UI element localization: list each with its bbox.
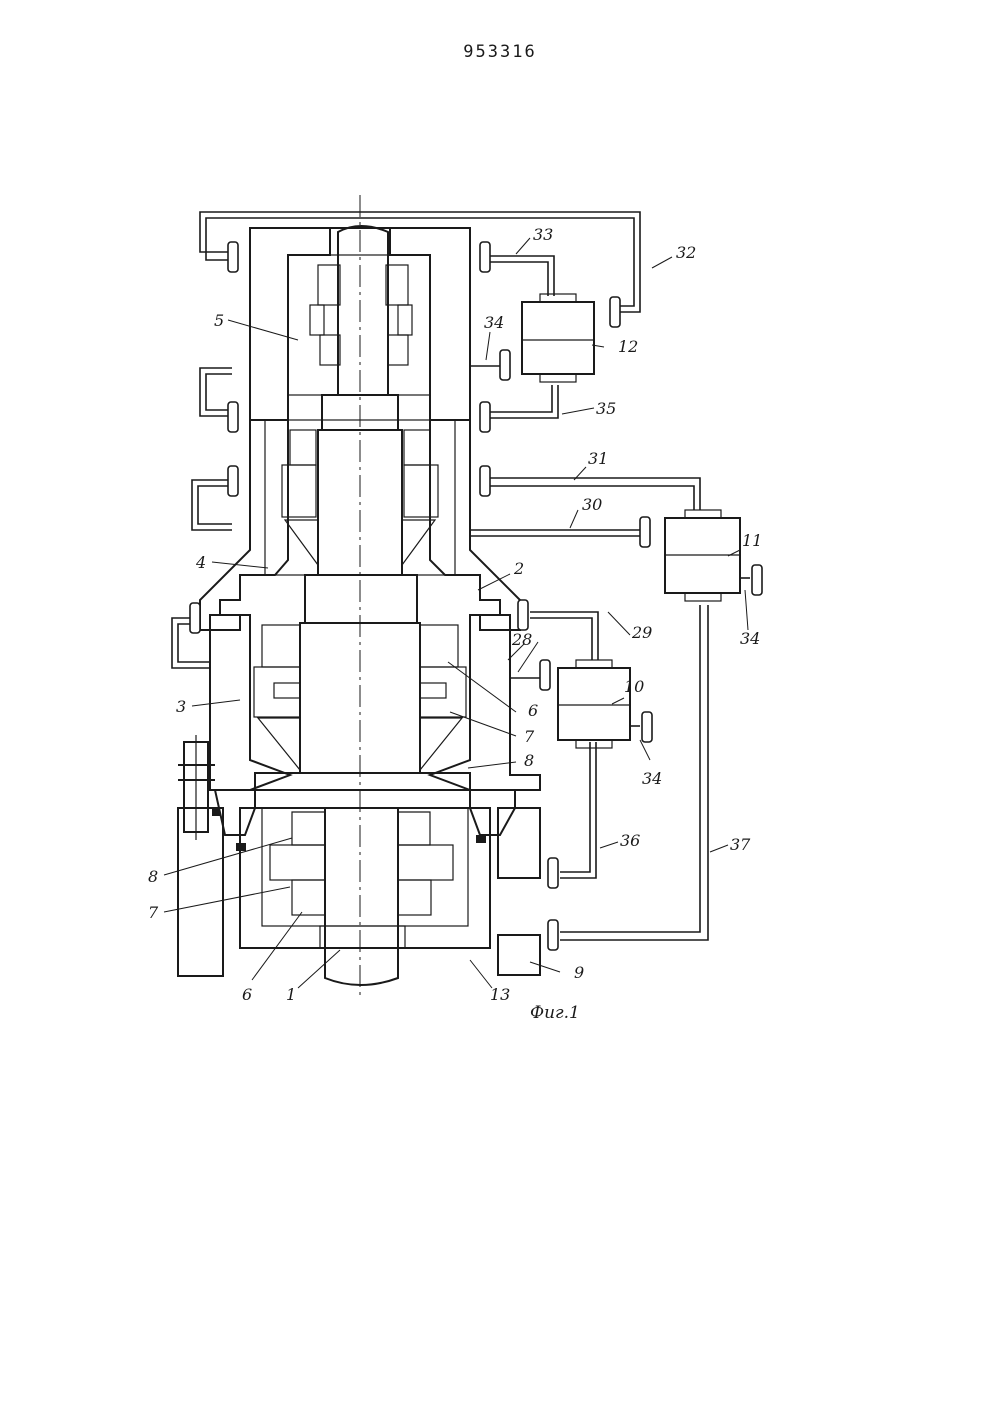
label-35: 35 [596, 399, 616, 418]
label-3: 3 [176, 697, 186, 716]
label-12: 12 [618, 337, 638, 356]
label-34a: 34 [484, 313, 504, 332]
label-7a: 7 [148, 903, 159, 922]
label-33: 33 [533, 225, 553, 244]
pipe-fittings [190, 242, 762, 950]
base-housing-9 [178, 808, 540, 976]
valve-12 [522, 294, 594, 382]
label-8b: 8 [524, 751, 534, 770]
valve-10 [558, 660, 630, 748]
label-1: 1 [286, 985, 296, 1004]
label-9: 9 [574, 963, 584, 982]
label-36: 36 [620, 831, 640, 850]
label-2: 2 [513, 559, 524, 578]
label-28: 28 [511, 630, 532, 649]
label-11: 11 [742, 531, 762, 550]
lower-body-3 [210, 615, 540, 835]
label-4: 4 [195, 553, 206, 572]
leader-lines [164, 238, 748, 988]
label-30: 30 [582, 495, 602, 514]
label-6a: 6 [242, 985, 252, 1004]
label-34c: 34 [642, 769, 662, 788]
label-13: 13 [490, 985, 510, 1004]
label-29: 29 [631, 623, 652, 642]
label-7b: 7 [524, 727, 535, 746]
label-5: 5 [214, 311, 224, 330]
label-8a: 8 [148, 867, 158, 886]
label-31: 31 [588, 449, 608, 468]
label-32: 32 [676, 243, 696, 262]
label-37: 37 [730, 835, 751, 854]
label-34b: 34 [740, 629, 760, 648]
label-10: 10 [624, 677, 644, 696]
figure-caption: Фиг.1 [530, 1003, 580, 1023]
label-6b: 6 [528, 701, 538, 720]
